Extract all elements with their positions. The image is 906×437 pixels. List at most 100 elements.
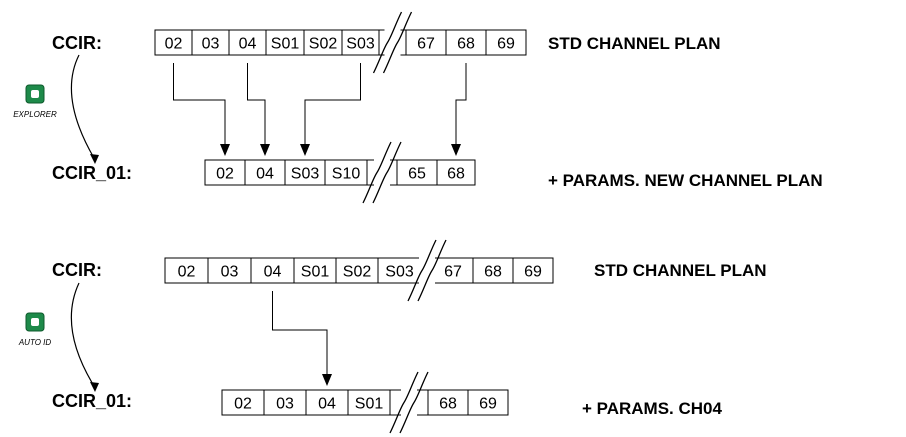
channel-cell: [221, 389, 265, 416]
channel-label: S01: [271, 36, 300, 53]
channel-cell: [347, 389, 391, 416]
new-channel-plan: CCIR_01: + PARAMS. CH04 02 03 04 S01 68 69: [52, 371, 723, 434]
channel-label: 04: [239, 36, 257, 53]
mapping-arrowhead: [260, 144, 270, 156]
mode-icon: EXPLORER: [13, 84, 57, 119]
channel-mapping-arrow: [300, 63, 361, 156]
channel-cell: [305, 389, 349, 416]
mapping-arrowhead: [220, 144, 230, 156]
channel-label: 03: [221, 264, 239, 281]
channel-cell: [265, 29, 305, 56]
plan-name-label: CCIR_01:: [52, 163, 132, 183]
channel-cell: [485, 29, 527, 56]
channel-cell: [436, 159, 476, 186]
channel-label: S01: [355, 396, 384, 413]
derivation-arrowhead: [90, 382, 99, 392]
channel-label: 68: [484, 264, 502, 281]
break-mask: [419, 257, 435, 284]
break-stroke: [372, 11, 403, 74]
break-stroke: [399, 371, 429, 434]
channel-label: 68: [457, 36, 475, 53]
channel-cell: [164, 257, 209, 284]
channel-label: 04: [256, 166, 274, 183]
channel-cell: [263, 389, 307, 416]
plan-name-label: CCIR:: [52, 33, 102, 53]
channel-cell: [377, 257, 422, 284]
plan-break-marker: [372, 11, 413, 74]
break-stroke: [372, 141, 402, 204]
plan-description-label: + PARAMS. CH04: [582, 399, 723, 418]
break-mask: [374, 159, 390, 186]
channel-label: 02: [165, 36, 183, 53]
channel-label: 04: [264, 264, 282, 281]
channel-cell: [244, 159, 286, 186]
channel-cell: [284, 159, 326, 186]
channel-label: S01: [301, 264, 330, 281]
channel-cell: [293, 257, 337, 284]
plan-name-label: CCIR_01:: [52, 391, 132, 411]
break-stroke: [389, 371, 419, 434]
channel-plan-section: AUTO ID: [18, 282, 332, 392]
channel-cell: [467, 389, 509, 416]
channel-label: 02: [216, 166, 234, 183]
channel-label: 03: [202, 36, 220, 53]
button-light-icon: [31, 90, 39, 98]
channel-label: S10: [332, 166, 361, 183]
mapping-line: [173, 63, 226, 146]
mapping-line: [304, 63, 361, 146]
channel-label: 67: [444, 264, 462, 281]
plan-break-marker: [389, 371, 429, 434]
channel-label: 69: [497, 36, 515, 53]
channel-mapping-arrow: [272, 291, 332, 386]
derivation-curve: [70, 54, 95, 159]
channel-cell: [341, 29, 380, 56]
channel-label: 04: [318, 396, 336, 413]
channel-label: 69: [524, 264, 542, 281]
mode-icon: AUTO ID: [18, 312, 51, 347]
channel-label: 03: [276, 396, 294, 413]
new-channel-plan: CCIR_01: + PARAMS. NEW CHANNEL PLAN 02 04 S0…: [52, 141, 823, 204]
mapping-line: [455, 63, 467, 146]
channel-label: 02: [178, 264, 196, 281]
channel-label: 69: [479, 396, 497, 413]
channel-plan-section: EXPLORER: [13, 54, 467, 164]
channel-cell: [154, 29, 193, 56]
channel-cell: [324, 159, 368, 186]
channel-cell: [303, 29, 343, 56]
plan-description-label: STD CHANNEL PLAN: [548, 34, 721, 53]
channel-label: 65: [408, 166, 426, 183]
break-stroke: [417, 239, 447, 302]
button-light-icon: [31, 318, 39, 326]
derivation-arrowhead: [90, 154, 99, 164]
channel-cell: [207, 257, 252, 284]
mapping-arrowhead: [300, 144, 310, 156]
channel-mapping-arrow: [451, 63, 467, 156]
mapping-line: [247, 63, 266, 146]
channel-cell: [228, 29, 267, 56]
break-mask: [384, 29, 401, 56]
channel-label: S03: [385, 264, 414, 281]
channel-cell: [472, 257, 514, 284]
channel-mapping-arrow: [173, 63, 230, 156]
mapping-line: [272, 291, 328, 376]
channel-label: 02: [234, 396, 252, 413]
channel-label: S03: [346, 36, 375, 53]
mapping-arrowhead: [451, 144, 461, 156]
mapping-arrowhead: [322, 374, 332, 386]
plan-name-label: CCIR:: [52, 260, 102, 280]
plan-break-marker: [407, 239, 447, 302]
channel-cell: [445, 29, 487, 56]
channel-label: 68: [439, 396, 457, 413]
break-stroke: [407, 239, 437, 302]
plan-description-label: + PARAMS. NEW CHANNEL PLAN: [548, 171, 823, 190]
channel-label: S02: [343, 264, 372, 281]
plan-break-marker: [362, 141, 402, 204]
channel-mapping-arrow: [247, 63, 270, 156]
channel-label: 67: [417, 36, 435, 53]
channel-cell: [405, 29, 447, 56]
channel-label: S03: [291, 166, 320, 183]
